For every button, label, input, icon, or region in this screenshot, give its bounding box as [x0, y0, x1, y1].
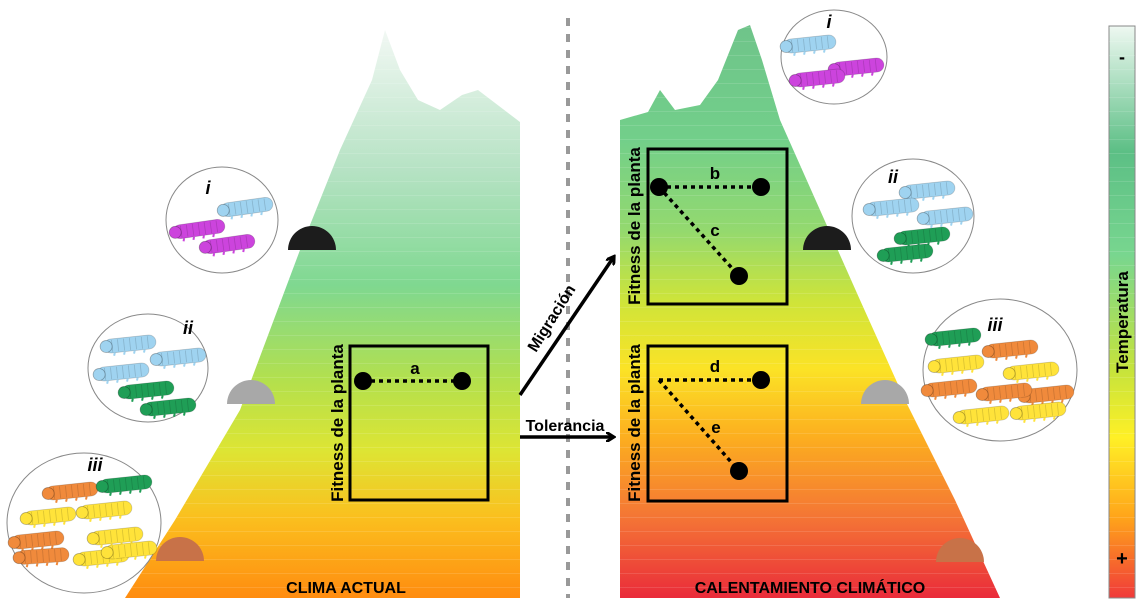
caterpillar-larva [916, 206, 974, 228]
title-climate-warming: CALENTAMIENTO CLIMÁTICO [695, 578, 926, 597]
habitat-low-marker [156, 537, 204, 561]
caterpillar-larva [12, 547, 70, 568]
title-current-climate: CLIMA ACTUAL [286, 580, 406, 597]
group-label: iii [87, 455, 103, 475]
caterpillar-larva [19, 506, 77, 528]
caterpillar-larva [927, 354, 985, 376]
caterpillar-larva [117, 380, 175, 402]
group-label: iii [987, 315, 1003, 335]
line-label-c: c [710, 221, 719, 240]
fitness-box-tolerance: Fitness de la planta d e [625, 344, 789, 503]
temperature-label: Temperatura [1113, 271, 1132, 373]
caterpillar-larva [788, 68, 846, 90]
caterpillar-larva [95, 474, 153, 496]
box-ylabel: Fitness de la planta [328, 344, 347, 502]
fitness-box-migration: Fitness de la planta b c [625, 147, 789, 306]
scale-high-symbol: + [1116, 548, 1128, 570]
habitat-low-marker [936, 538, 984, 562]
habitat-mid-marker [861, 380, 909, 404]
caterpillar-larva [100, 540, 158, 562]
caterpillar-larva [924, 327, 982, 349]
fitness-point [752, 178, 770, 196]
caterpillar-larva [827, 57, 885, 79]
habitat-high-marker [288, 226, 336, 250]
caterpillar-larva [7, 530, 65, 552]
habitat-mid-marker [227, 380, 275, 404]
caterpillar-larva [920, 378, 978, 400]
fitness-point [354, 372, 372, 390]
fitness-point [752, 371, 770, 389]
insect-group-i: i [165, 166, 279, 274]
fitness-box-current: Fitness de la planta a [328, 344, 490, 502]
caterpillar-larva [139, 397, 197, 419]
insect-group-i: i [780, 9, 888, 105]
line-label-e: e [711, 418, 720, 437]
caterpillar-larva [898, 180, 956, 202]
caterpillar-larva [952, 405, 1010, 427]
habitat-high-marker [803, 226, 851, 250]
line-label-a: a [410, 359, 420, 378]
caterpillar-larva [99, 334, 157, 356]
fitness-point [730, 267, 748, 285]
line-label-b: b [710, 164, 720, 183]
caterpillar-larva [92, 362, 150, 384]
fitness-point [453, 372, 471, 390]
caterpillar-larva [149, 347, 207, 369]
temperature-scale: - Temperatura + [1108, 25, 1136, 599]
box-ylabel: Fitness de la planta [625, 147, 644, 305]
line-label-d: d [710, 357, 720, 376]
caterpillar-larva [862, 197, 920, 219]
caterpillar-larva [216, 196, 274, 220]
group-label: ii [888, 167, 899, 187]
caterpillar-larva [1002, 361, 1060, 383]
caterpillar-larva [75, 500, 133, 522]
scale-low-symbol: - [1119, 47, 1125, 67]
group-label: i [826, 12, 832, 32]
larvae-layer [7, 34, 1075, 569]
tolerance-label: Tolerancia [526, 418, 605, 435]
caterpillar-larva [876, 243, 934, 265]
fitness-point [650, 178, 668, 196]
caterpillar-larva [779, 34, 837, 56]
box-ylabel: Fitness de la planta [625, 344, 644, 502]
group-label: ii [183, 318, 194, 338]
group-label: i [205, 178, 211, 198]
caterpillar-larva [981, 339, 1039, 361]
caterpillar-larva [41, 481, 99, 503]
fitness-point [730, 462, 748, 480]
migration-arrow [518, 258, 613, 396]
caterpillar-larva [975, 382, 1033, 404]
caterpillar-larva [1009, 401, 1067, 423]
